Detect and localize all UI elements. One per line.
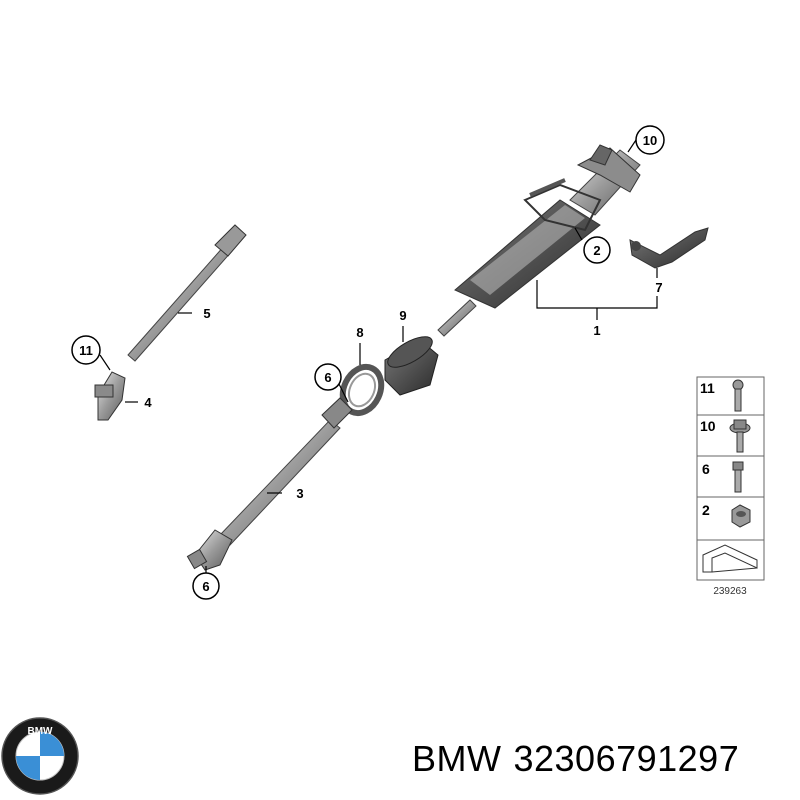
callout-1-label: 1 (593, 323, 600, 338)
callout-1: 1 (593, 323, 600, 338)
legend-row-2-label: 2 (702, 502, 710, 518)
legend-row-10: 10 (700, 418, 751, 453)
bmw-logo: BMW (1, 717, 79, 795)
intermediate-shaft-part-3 (186, 397, 353, 571)
callout-6-lower: 6 (192, 572, 220, 600)
legend-row-11-label: 11 (700, 380, 715, 396)
callout-5: 5 (203, 306, 210, 321)
callout-7: 7 (655, 280, 662, 295)
part-number: 32306791297 (513, 738, 740, 779)
callout-2: 2 (583, 236, 611, 264)
callout-4-label: 4 (144, 395, 152, 410)
callout-8-label: 8 (356, 325, 363, 340)
callout-3-label: 3 (296, 486, 303, 501)
callout-9: 9 (399, 308, 406, 323)
screw-icon (732, 379, 744, 412)
hardware-legend: 11 10 6 2 (696, 376, 765, 597)
callout-3: 3 (296, 486, 303, 501)
ring-part-8 (339, 363, 385, 417)
callout-10-label: 10 (643, 133, 657, 148)
legend-row-11: 11 (700, 379, 744, 412)
callout-11: 11 (71, 335, 101, 365)
leader-lines (99, 139, 658, 575)
logo-lettering: BMW (28, 726, 54, 737)
brand-name: BMW (412, 738, 502, 779)
legend-row-2: 2 (702, 502, 751, 528)
adjustment-lever-part (629, 227, 709, 269)
callout-5-label: 5 (203, 306, 210, 321)
shaft-part-5 (127, 224, 247, 362)
bolt-icon (732, 461, 744, 493)
callout-6-lower-label: 6 (202, 579, 209, 594)
boot-part-9 (384, 336, 439, 396)
legend-row-6: 6 (702, 461, 744, 493)
callout-10: 10 (635, 125, 665, 155)
flange-bolt-icon (729, 419, 751, 453)
callout-9-label: 9 (399, 308, 406, 323)
callout-4: 4 (144, 395, 152, 410)
u-joint-part-4 (94, 371, 126, 421)
callout-8: 8 (356, 325, 363, 340)
nut-icon (731, 504, 751, 528)
arrow-icon (702, 544, 758, 573)
steering-column-part (437, 144, 641, 337)
callout-6-upper: 6 (314, 363, 342, 391)
diagram-ref-number: 239263 (713, 586, 747, 597)
legend-row-arrow (702, 544, 758, 573)
product-caption: BMW 32306791297 (412, 738, 751, 780)
callout-11-label: 11 (79, 343, 93, 358)
callout-2-label: 2 (593, 243, 600, 258)
callout-7-label: 7 (655, 280, 662, 295)
legend-row-6-label: 6 (702, 461, 710, 477)
callout-6-upper-label: 6 (324, 370, 331, 385)
legend-row-10-label: 10 (700, 418, 716, 434)
